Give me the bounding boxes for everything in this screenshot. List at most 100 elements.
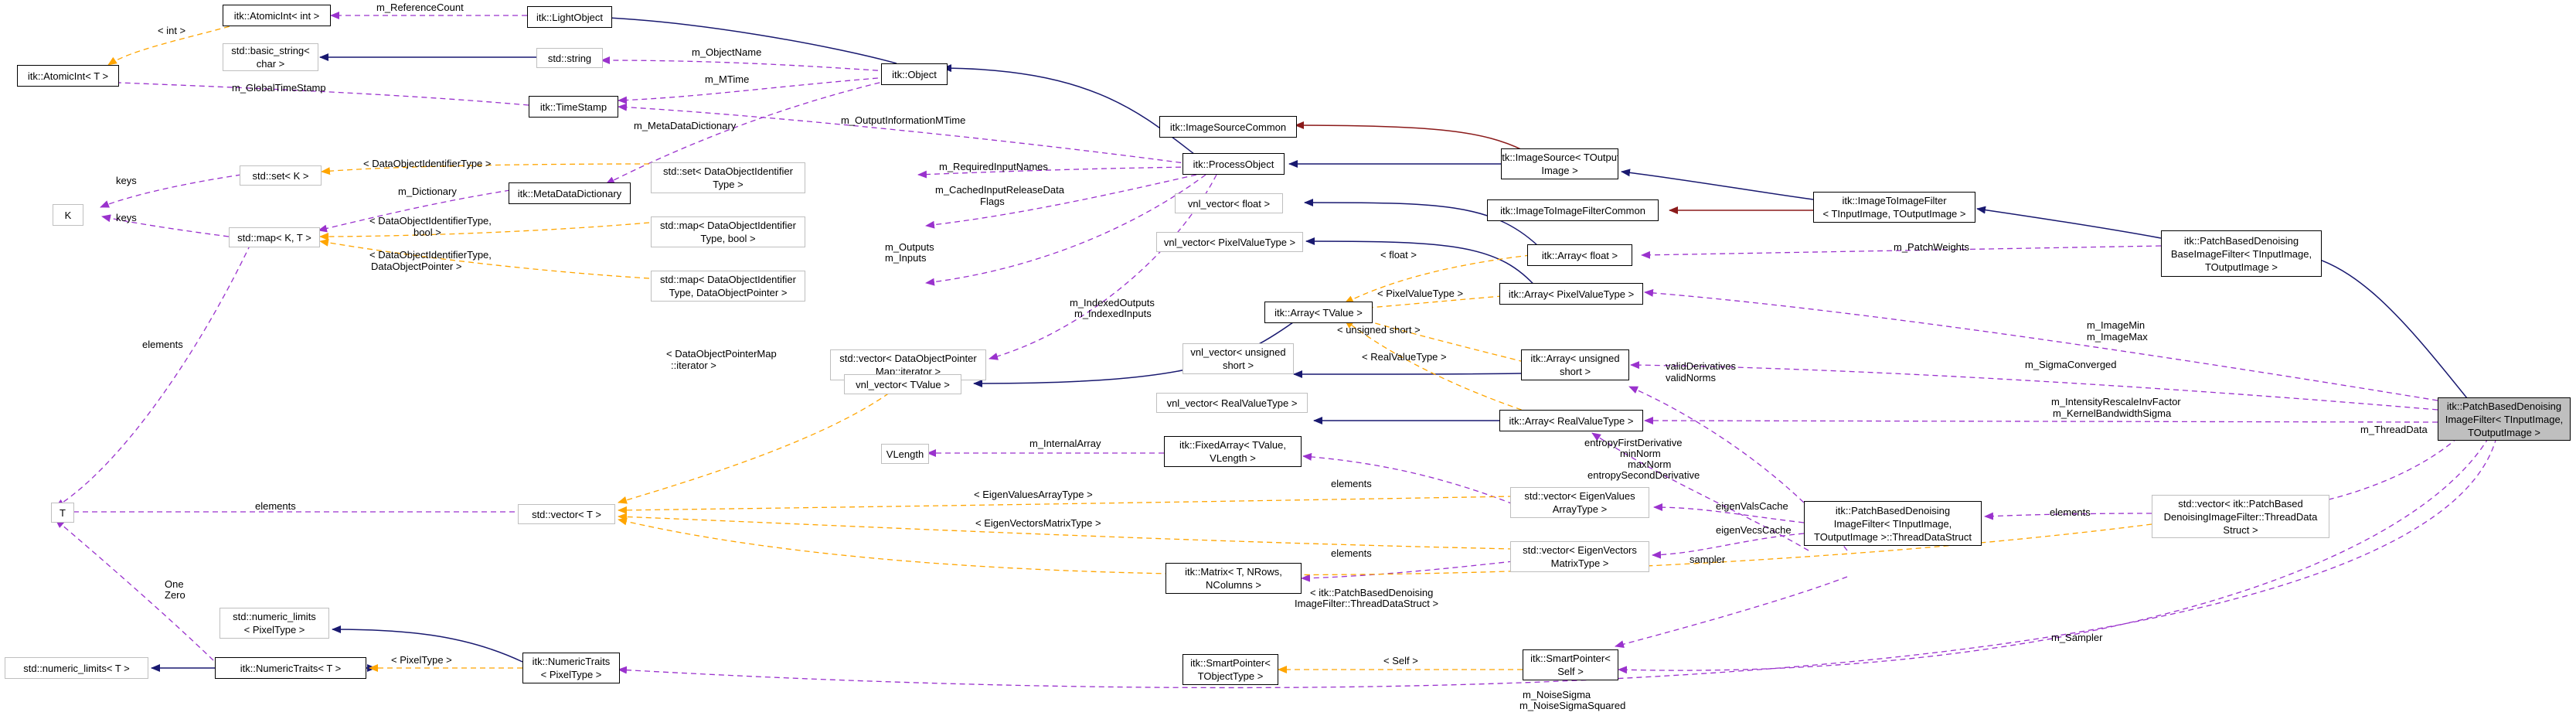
node-imagetoimagefiltercommon[interactable]: itk::ImageToImageFilterCommon (1487, 199, 1659, 221)
edge-label: m_SigmaConverged (2025, 359, 2117, 370)
node-imagesourcecommon[interactable]: itk::ImageSourceCommon (1159, 116, 1297, 138)
node-smartpointer-self[interactable]: itk::SmartPointer<Self > (1523, 649, 1618, 680)
node-label: itk::AtomicInt< int > (233, 9, 320, 22)
edge-patchfilter-vectorthreaddata (2307, 437, 2459, 506)
edge-timestamp-global (61, 77, 529, 106)
node-numerictraits-pixeltype[interactable]: itk::NumericTraits< PixelType > (522, 653, 620, 683)
node-label: K (64, 209, 72, 221)
node-map-k-t[interactable]: std::map< K, T > (229, 227, 320, 247)
node-metadatadictionary[interactable]: itk::MetaDataDictionary (509, 182, 631, 204)
node-label: BaseImageFilter< TInputImage, (2170, 247, 2312, 260)
node-matrix[interactable]: itk::Matrix< T, NRows,NColumns > (1165, 563, 1302, 594)
node-label: std::vector< EigenValues (1524, 490, 1635, 502)
node-array-realvaluetype[interactable]: itk::Array< RealValueType > (1499, 410, 1643, 431)
edge-label: m_OutputInformationMTime (841, 114, 965, 126)
node-vlength[interactable]: VLength (881, 444, 929, 464)
edge-label: m_MetaDataDictionary (634, 120, 737, 131)
edge-label: bool > (413, 227, 441, 238)
node-label: itk::TimeStamp (539, 101, 607, 113)
edge-label: Zero (165, 589, 185, 601)
node-label: itk::ImageToImageFilterCommon (1500, 204, 1645, 216)
edge-label: < DataObjectIdentifierType, (369, 215, 492, 227)
edge-label: keys (116, 212, 137, 223)
edge-label: sampler (1690, 554, 1726, 565)
edge-label: maxNorm (1628, 458, 1671, 470)
edge-label: < RealValueType > (1362, 351, 1447, 363)
node-label: std::map< DataObjectIdentifier (660, 220, 796, 231)
edge-label: elements (1331, 547, 1372, 559)
node-vnl-vector-pixelvaluetype[interactable]: vnl_vector< PixelValueType > (1156, 232, 1303, 252)
edge-vectoreigenvalues-vectort (618, 496, 1514, 514)
edge-label: m_MTime (705, 73, 749, 85)
node-atomicint-t[interactable]: itk::AtomicInt< T > (17, 65, 119, 87)
edge-patchbase-imagetoimagefilter (1976, 206, 2162, 239)
node-label: std::set< DataObjectIdentifier (662, 165, 793, 177)
node-label: TOutputImage > (2467, 426, 2541, 438)
node-array-tvalue[interactable]: itk::Array< TValue > (1264, 302, 1373, 323)
node-numerictraits-t[interactable]: itk::NumericTraits< T > (215, 657, 366, 679)
node-atomicint-int[interactable]: itk::AtomicInt< int > (223, 5, 331, 26)
node-vnl-vector-tvalue[interactable]: vnl_vector< TValue > (844, 374, 961, 394)
node-label: itk::MetaDataDictionary (517, 187, 622, 199)
node-t[interactable]: T (51, 503, 74, 523)
edge-object-timestamp (618, 77, 888, 104)
node-label: itk::PatchBasedDenoising (2446, 400, 2562, 412)
node-fixedarray[interactable]: itk::FixedArray< TValue,VLength > (1164, 436, 1302, 467)
edge-label: eigenValsCache (1716, 500, 1788, 512)
edge-label: entropyFirstDerivative (1584, 437, 1682, 448)
node-numericlimits-t[interactable]: std::numeric_limits< T > (5, 657, 148, 679)
edge-label: < EigenValuesArrayType > (974, 489, 1093, 500)
node-label: itk::AtomicInt< T > (27, 70, 109, 82)
edge-vectordopmap-vectort (618, 375, 911, 504)
edge-threaddata-arrayushort (1628, 386, 1848, 551)
node-timestamp[interactable]: itk::TimeStamp (529, 96, 618, 118)
node-label: itk::NumericTraits< T > (240, 662, 342, 674)
node-label: MatrixType > (1550, 557, 1609, 569)
edge-label: m_ImageMin (2087, 319, 2145, 331)
edge-mapkt-t (55, 244, 251, 508)
node-object[interactable]: itk::Object (881, 63, 948, 85)
node-lightobject[interactable]: itk::LightObject (527, 6, 612, 28)
node-numericlimits-pixeltype[interactable]: std::numeric_limits< PixelType > (219, 608, 329, 639)
node-label: T (60, 506, 66, 519)
node-set-k[interactable]: std::set< K > (240, 165, 322, 186)
node-label: short > (1222, 360, 1254, 371)
node-array-float[interactable]: itk::Array< float > (1527, 244, 1632, 266)
node-vnl-vector-realvaluetype[interactable]: vnl_vector< RealValueType > (1156, 393, 1308, 413)
node-vnl-vector-float[interactable]: vnl_vector< float > (1175, 193, 1283, 213)
node-label: vnl_vector< float > (1187, 197, 1271, 210)
node-smartpointer-tobjecttype[interactable]: itk::SmartPointer<TObjectType > (1183, 654, 1278, 685)
node-vector-t[interactable]: std::vector< T > (518, 504, 615, 524)
node-processobject[interactable]: itk::ProcessObject (1183, 153, 1285, 175)
edge-label: m_ObjectName (692, 46, 761, 58)
edge-label: m_IndexedOutputs (1070, 297, 1155, 308)
edge-label: < float > (1380, 249, 1417, 261)
node-array-pixelvaluetype[interactable]: itk::Array< PixelValueType > (1499, 283, 1643, 305)
edge-patchfilter-arrayushort (1630, 361, 2438, 411)
node-std-string[interactable]: std::string (536, 48, 603, 68)
edge-setk-k (100, 174, 242, 208)
edge-label: m_GlobalTimeStamp (232, 82, 326, 94)
node-label: itk::SmartPointer< (1530, 653, 1611, 664)
node-label: std::vector< itk::PatchBased (2178, 497, 2303, 510)
node-k[interactable]: K (53, 204, 83, 226)
edge-atomicintint-atomicintt (107, 21, 248, 66)
edge-imagesource-imagesourcecommon (1295, 121, 1523, 151)
edge-eigenvectors-matrix (1301, 561, 1514, 582)
node-imagetoimagefilter[interactable]: itk::ImageToImageFilter< TInputImage, TO… (1813, 192, 1975, 223)
edge-arraypixel-vnlpixel (1305, 237, 1539, 290)
node-label: vnl_vector< PixelValueType > (1163, 236, 1296, 248)
node-basic-string[interactable]: std::basic_string<char > (223, 43, 318, 71)
